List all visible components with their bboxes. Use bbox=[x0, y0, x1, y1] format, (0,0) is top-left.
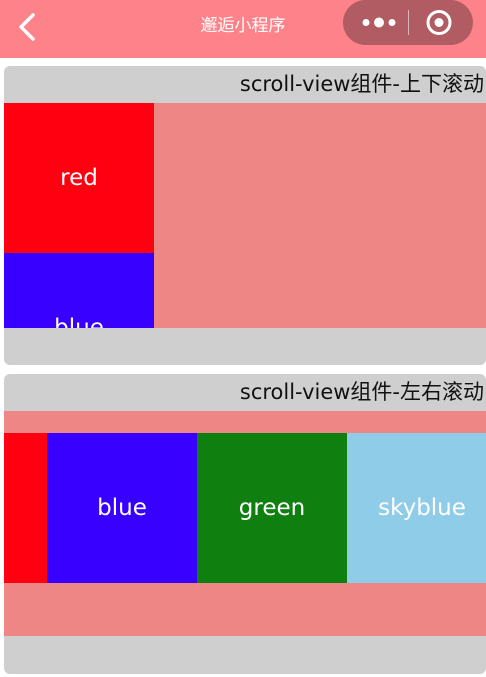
vertical-scroll-view[interactable]: red blue bbox=[4, 103, 486, 328]
box-label: green bbox=[238, 495, 306, 521]
menu-capsule bbox=[343, 0, 473, 45]
box-label: blue bbox=[97, 495, 147, 521]
more-dots-icon[interactable] bbox=[357, 10, 401, 35]
horizontal-section-title: scroll-view组件-左右滚动 bbox=[239, 380, 484, 404]
capsule-divider bbox=[408, 10, 409, 35]
vertical-section-title: scroll-view组件-上下滚动 bbox=[239, 72, 484, 96]
vertical-scroll-section: scroll-view组件-上下滚动 red blue bbox=[4, 66, 486, 365]
box-label: red bbox=[60, 165, 98, 191]
color-box-green: green bbox=[197, 433, 347, 583]
box-label: blue bbox=[54, 315, 104, 328]
box-label: skyblue bbox=[378, 495, 466, 521]
scroll-track: red blue green skyblue bbox=[4, 433, 486, 583]
color-box-skyblue: skyblue bbox=[347, 433, 486, 583]
page-title: 邂逅小程序 bbox=[200, 16, 286, 36]
color-box-red: red bbox=[4, 433, 47, 583]
horizontal-scroll-view[interactable]: red blue green skyblue bbox=[4, 411, 486, 636]
color-box-blue: blue bbox=[4, 253, 154, 328]
color-box-blue: blue bbox=[47, 433, 197, 583]
horizontal-scroll-section: scroll-view组件-左右滚动 red blue green skyblu… bbox=[4, 374, 486, 674]
back-arrow-icon[interactable] bbox=[14, 12, 42, 42]
color-box-red: red bbox=[4, 103, 154, 253]
close-target-icon[interactable] bbox=[423, 8, 455, 37]
nav-bar: 邂逅小程序 bbox=[0, 0, 486, 58]
